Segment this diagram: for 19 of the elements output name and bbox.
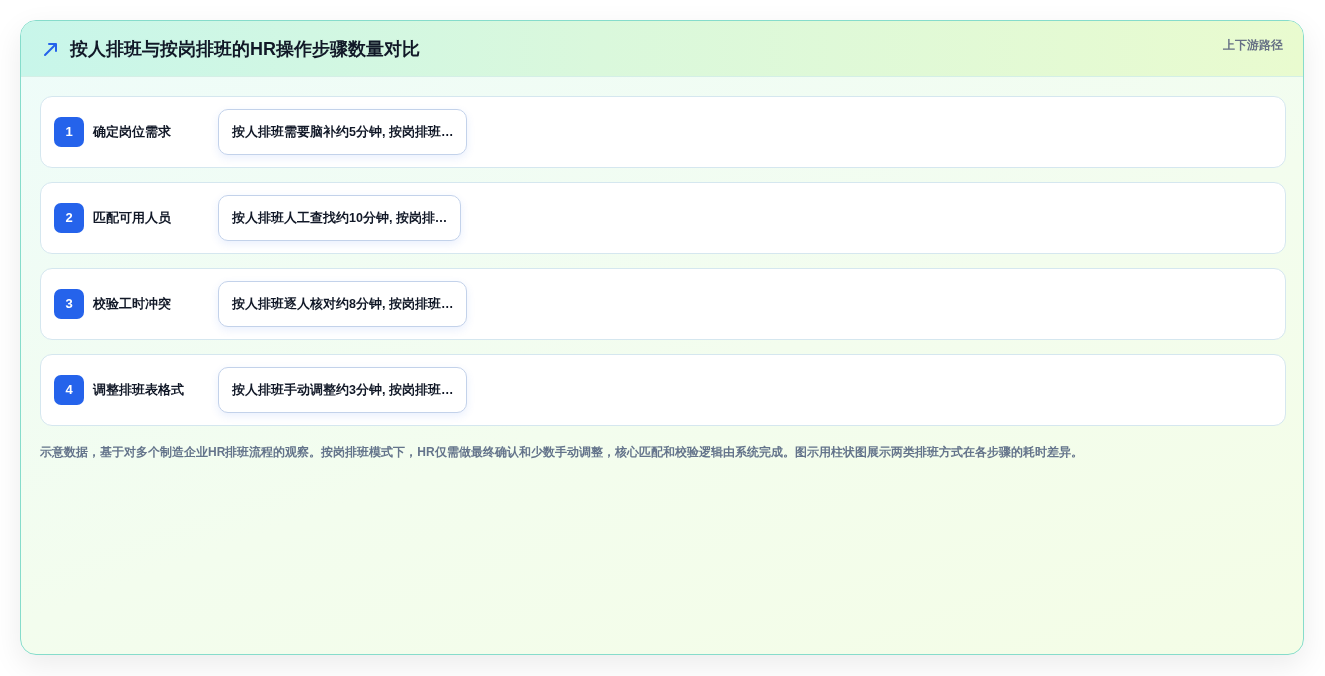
path-label: 上下游路径 — [1223, 37, 1283, 53]
title: 按人排班与按岗排班的HR操作步骤数量对比 — [70, 38, 420, 61]
detail-card: 按人排班人工查找约10分钟, 按岗排… — [218, 195, 462, 241]
detail-card: 按人排班手动调整约3分钟, 按岗排班… — [218, 367, 468, 413]
step-name: 匹配可用人员 — [93, 209, 171, 227]
number-badge: 1 — [54, 117, 84, 147]
step-row — [40, 96, 1286, 168]
step-name: 校验工时冲突 — [93, 295, 171, 313]
number-badge: 2 — [54, 203, 84, 233]
caption: 示意数据，基于对多个制造企业HR排班流程的观察。按岗排班模式下，HR仅需做最终确认和少数手动调整，核心匹配和校验逻辑由系统完成。图示用柱状图展示两类排班方式在各步骤的耗时差异。 — [40, 444, 1084, 461]
step-name: 确定岗位需求 — [93, 123, 171, 141]
detail-card: 按人排班逐人核对约8分钟, 按岗排班… — [218, 281, 468, 327]
step-name: 调整排班表格式 — [93, 381, 184, 399]
step-row — [40, 354, 1286, 426]
number-badge: 4 — [54, 375, 84, 405]
detail-card: 按人排班需要脑补约5分钟, 按岗排班… — [218, 109, 468, 155]
step-row — [40, 268, 1286, 340]
step-row — [40, 182, 1286, 254]
number-badge: 3 — [54, 289, 84, 319]
